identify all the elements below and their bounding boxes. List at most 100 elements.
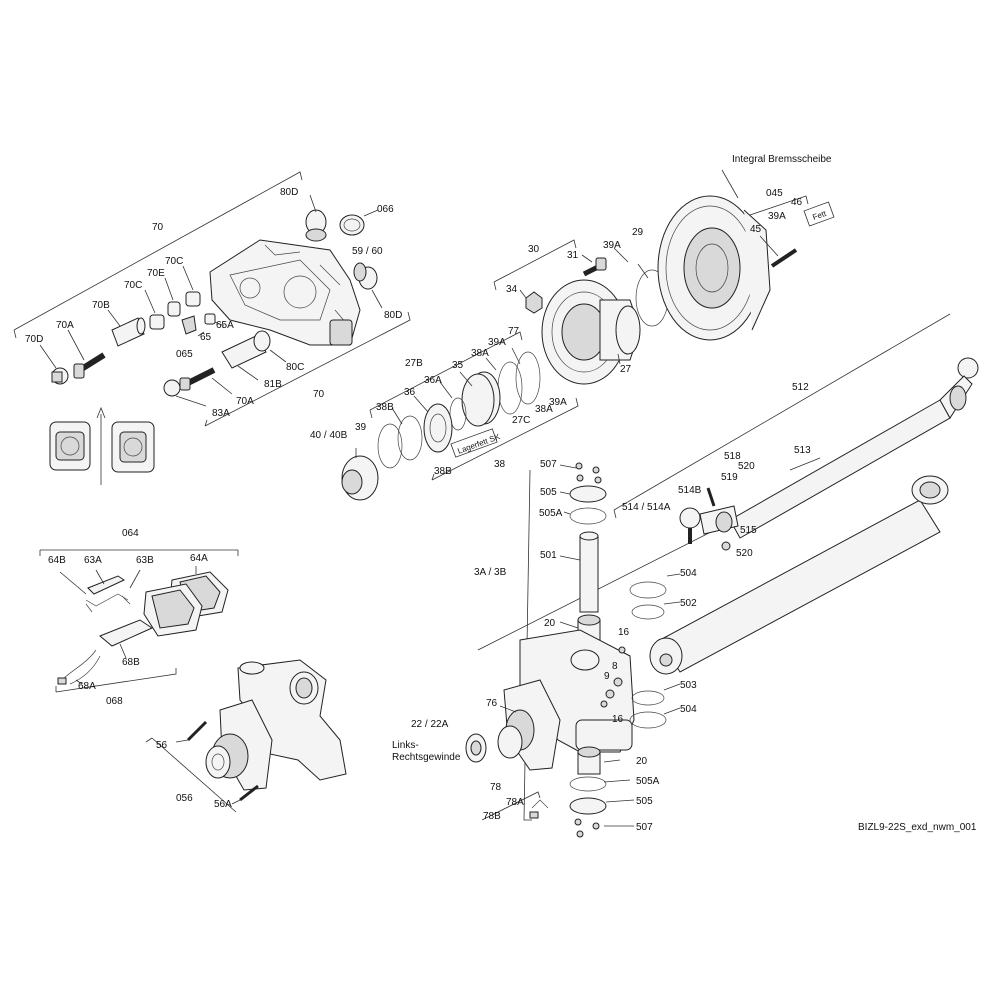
grease-nipple-16-b xyxy=(600,700,608,708)
label-066: 066 xyxy=(377,204,394,215)
label-38B-a: 38B xyxy=(376,402,394,413)
king-pin-501 xyxy=(579,531,599,613)
label-3A-3B: 3A / 3B xyxy=(474,567,507,578)
ring-38A xyxy=(497,361,523,415)
label-80D-bottom: 80D xyxy=(384,310,402,321)
bolt-519 xyxy=(706,487,716,507)
cap-70D xyxy=(39,344,69,385)
caliper-group xyxy=(13,171,411,427)
hub-cap-40 xyxy=(341,448,379,501)
label-39A-b: 39A xyxy=(549,397,567,408)
pad-spring-63 xyxy=(85,575,131,613)
tie-rod-512 xyxy=(729,357,979,539)
label-78B: 78B xyxy=(483,811,501,822)
brake-pad-64A xyxy=(143,571,229,637)
label-77: 77 xyxy=(508,326,520,337)
label-65: 65 xyxy=(200,332,212,343)
label-518: 518 xyxy=(724,451,741,462)
label-520-b: 520 xyxy=(736,548,753,559)
sensor-78 xyxy=(481,791,549,821)
label-502: 502 xyxy=(680,598,697,609)
label-83A: 83A xyxy=(212,408,230,419)
label-501: 501 xyxy=(540,550,557,561)
ring-36A xyxy=(449,397,467,431)
kingpin-group xyxy=(465,462,681,838)
label-integral-bremsscheibe: Integral Bremsscheibe xyxy=(732,154,832,165)
label-38B-b: 38B xyxy=(434,466,452,477)
label-505A-top: 505A xyxy=(539,508,563,519)
label-22-22A: 22 / 22A xyxy=(411,719,449,730)
label-36A: 36A xyxy=(424,375,442,386)
label-38A-a: 38A xyxy=(471,348,489,359)
label-70C-b: 70C xyxy=(124,280,142,291)
label-78: 78 xyxy=(490,782,502,793)
ring-38B xyxy=(397,415,423,461)
label-056: 056 xyxy=(176,793,193,804)
label-70-bottom: 70 xyxy=(313,389,325,400)
screws-507-top xyxy=(575,462,602,484)
ring-39 xyxy=(377,423,403,469)
label-39: 39 xyxy=(355,422,367,433)
label-70A-b: 70A xyxy=(236,396,254,407)
lagerfett-tag xyxy=(450,428,498,458)
steering-group xyxy=(477,313,979,675)
caliper-housing xyxy=(209,239,361,346)
fett-tag xyxy=(803,201,835,227)
stud-45 xyxy=(759,235,798,268)
bearing-35 xyxy=(461,371,501,427)
label-519: 519 xyxy=(721,472,738,483)
label-45: 45 xyxy=(750,224,762,235)
label-36: 36 xyxy=(404,387,416,398)
label-31: 31 xyxy=(567,250,579,261)
label-links: Links- xyxy=(392,740,419,751)
label-8: 8 xyxy=(612,661,618,672)
bearing-stack xyxy=(341,331,579,501)
ring-504-a xyxy=(629,581,667,599)
label-46: 46 xyxy=(791,197,803,208)
label-507-top: 507 xyxy=(540,459,557,470)
label-504-a: 504 xyxy=(680,568,697,579)
label-rechtsgewinde: Rechtsgewinde xyxy=(392,752,461,763)
label-59-60: 59 / 60 xyxy=(352,246,383,257)
label-513: 513 xyxy=(794,445,811,456)
label-16-b: 16 xyxy=(612,714,624,725)
label-20-top: 20 xyxy=(544,618,556,629)
label-68A: 68A xyxy=(78,681,96,692)
label-68B: 68B xyxy=(122,657,140,668)
label-505A-bottom: 505A xyxy=(636,776,660,787)
label-35: 35 xyxy=(452,360,464,371)
label-39A-mid: 39A xyxy=(488,337,506,348)
label-503: 503 xyxy=(680,680,697,691)
steering-knuckle-056 xyxy=(205,659,347,791)
label-56A: 56A xyxy=(214,799,232,810)
ring-066 xyxy=(339,209,379,236)
nut-22 xyxy=(465,733,487,763)
label-064: 064 xyxy=(122,528,139,539)
label-70B: 70B xyxy=(92,300,110,311)
label-045: 045 xyxy=(766,188,783,199)
label-065: 065 xyxy=(176,349,193,360)
label-27C: 27C xyxy=(512,415,530,426)
grease-nipple-16-a xyxy=(618,646,626,654)
part-labels: 80D 066 70 59 / 60 70C 70E 70C 70B 70A 7… xyxy=(25,154,977,833)
label-39A-top: 39A xyxy=(603,240,621,251)
bleeder-65 xyxy=(181,313,225,337)
hub-group xyxy=(493,169,835,385)
label-505-top: 505 xyxy=(540,487,557,498)
orientation-thumbnails xyxy=(49,406,155,485)
sleeve-70B xyxy=(107,309,146,347)
label-20-bottom: 20 xyxy=(636,756,648,767)
brake-disc xyxy=(657,169,771,341)
wheel-hub-27 xyxy=(541,279,641,385)
tie-rod-end-514 xyxy=(679,505,739,544)
bolt-31 xyxy=(581,254,607,277)
gasket-505A-bottom xyxy=(569,776,607,792)
washer-9 xyxy=(605,689,615,699)
ring-503 xyxy=(631,690,665,706)
ring-502 xyxy=(631,604,665,620)
label-30: 30 xyxy=(528,244,540,255)
steering-knuckle-76 xyxy=(497,629,635,771)
brake-pads-group xyxy=(39,549,239,693)
cylinder-513 xyxy=(649,475,949,675)
label-34: 34 xyxy=(506,284,518,295)
